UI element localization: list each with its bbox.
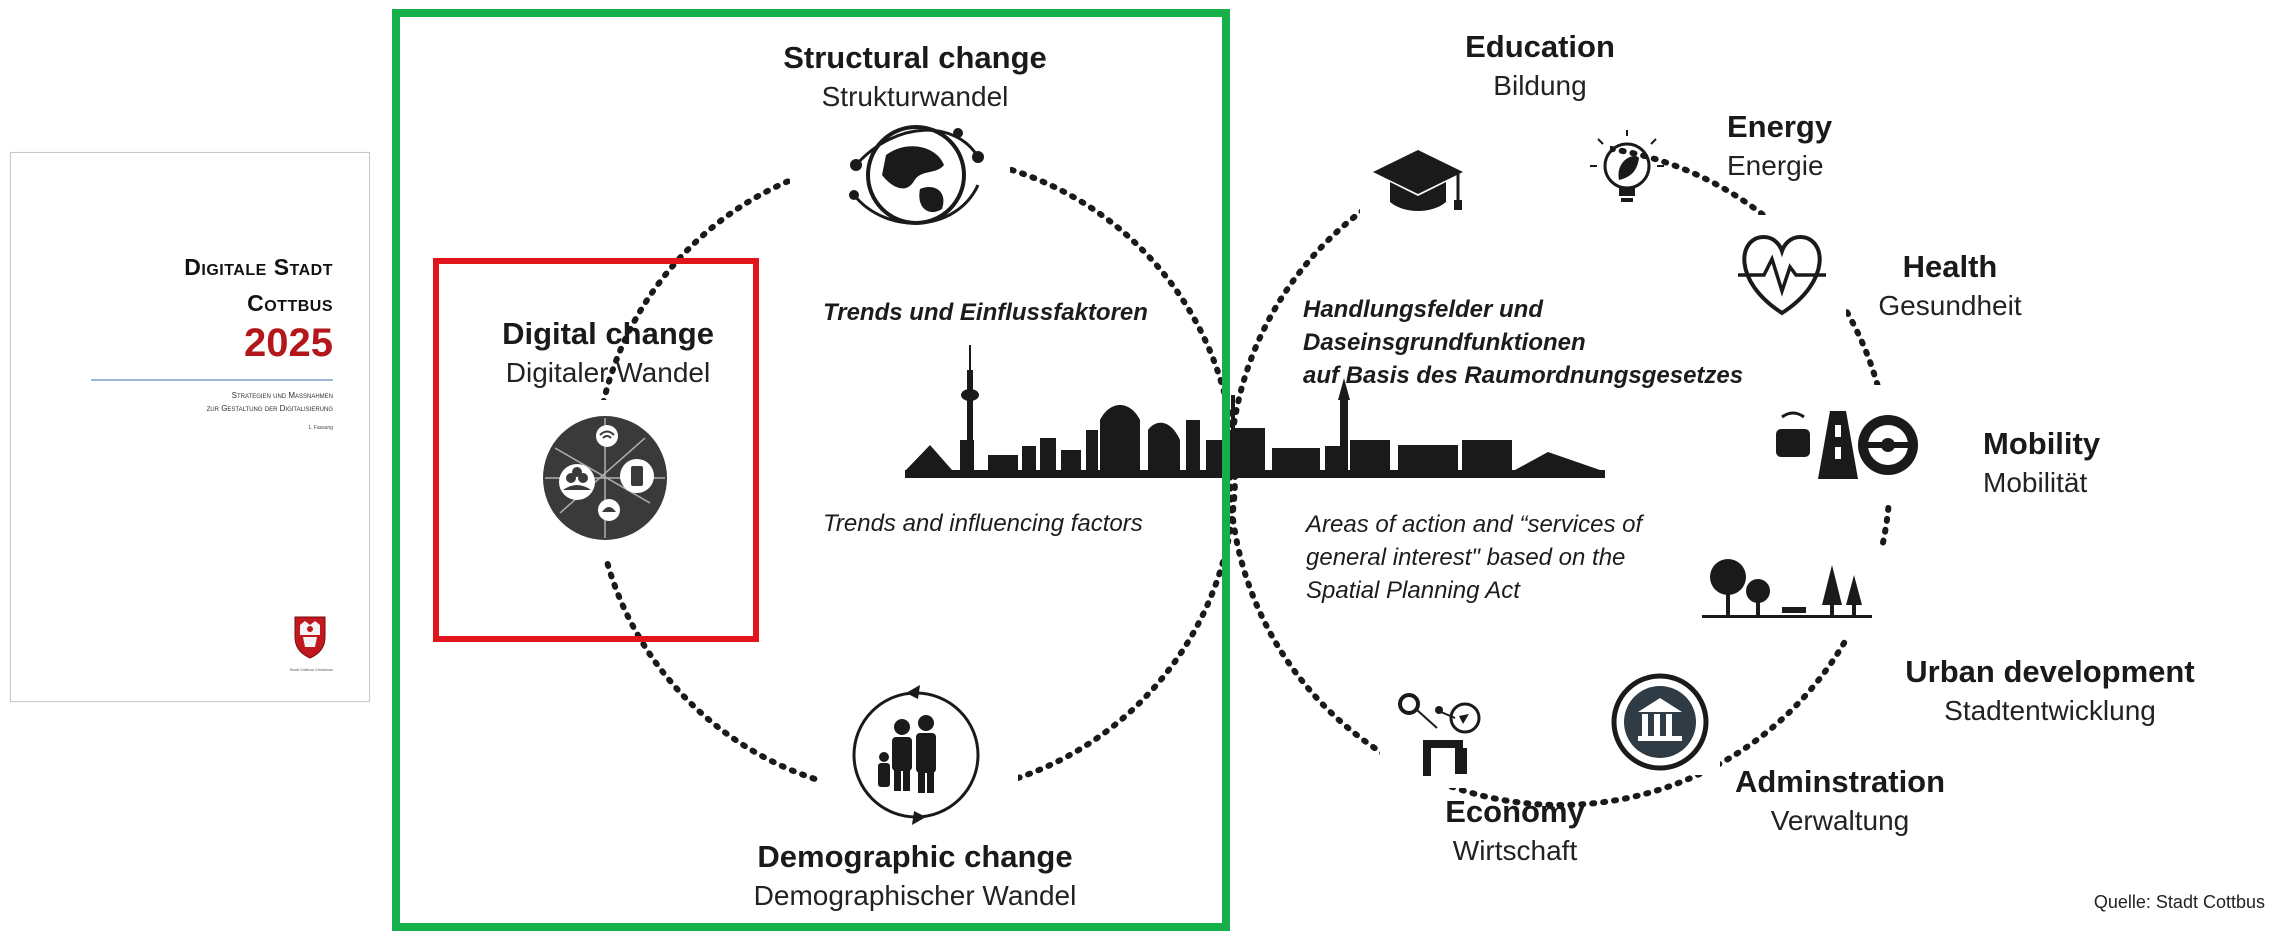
health-de: Gesundheit	[1878, 290, 2022, 321]
industry-robot-icon	[1398, 693, 1481, 776]
park-trees-icon	[1702, 559, 1872, 618]
actions-heading-en: Areas of action and “services of general…	[1306, 508, 1642, 607]
heart-pulse-icon	[1738, 234, 1826, 316]
structural-change-label: Structural change Strukturwandel	[760, 38, 1070, 116]
cover-divider	[91, 379, 333, 381]
crest-label: Stadt Cottbus Chóśebuz	[289, 667, 333, 672]
energy-de: Energie	[1727, 150, 1824, 181]
actions-heading-de-line3: auf Basis des Raumordnungsgesetzes	[1303, 362, 1744, 389]
graduation-cap-icon	[1373, 150, 1463, 211]
education-en: Education	[1465, 29, 1615, 64]
mobility-en: Mobility	[1983, 426, 2101, 461]
trends-heading-en: Trends and influencing factors	[823, 510, 1143, 537]
structural-change-en: Structural change	[783, 40, 1047, 75]
energy-label: Energy Energie	[1727, 107, 1832, 185]
urban-development-label: Urban development Stadtentwicklung	[1835, 652, 2265, 730]
demographic-change-label: Demographic change Demographischer Wande…	[730, 837, 1100, 915]
family-cycle-icon	[852, 685, 980, 825]
cover-title-line2: Cottbus	[247, 290, 333, 316]
actions-heading-en-line3: Spatial Planning Act	[1306, 577, 1520, 604]
trends-highlight-frame	[392, 9, 1230, 931]
actions-heading-de-line2: Daseinsgrundfunktionen	[1303, 329, 1586, 356]
report-cover: Digitale Stadt Cottbus 2025 Strategien u…	[10, 152, 370, 702]
actions-heading-en-line1: Areas of action and “services of	[1306, 511, 1643, 538]
digital-change-de: Digitaler Wandel	[505, 357, 711, 388]
economy-de: Wirtschaft	[1452, 835, 1578, 866]
education-label: Education Bildung	[1400, 27, 1680, 105]
actions-heading-de-line1: Handlungsfelder und	[1303, 296, 1543, 323]
city-skyline-icon	[905, 345, 1605, 478]
actions-heading-en-line2: general interest" based on the	[1306, 544, 1626, 571]
economy-label: Economy Wirtschaft	[1390, 792, 1640, 870]
structural-change-de: Strukturwandel	[821, 81, 1009, 112]
digital-change-highlight-frame	[433, 258, 759, 642]
cover-subtitle: Strategien und Maßnahmen zur Gestaltung …	[207, 389, 333, 415]
demographic-change-en: Demographic change	[757, 839, 1073, 874]
trends-heading-de: Trends und Einflussfaktoren	[823, 299, 1148, 326]
cover-subtitle-line2: zur Gestaltung der Digitalisierung	[206, 404, 333, 413]
government-building-icon	[1611, 673, 1709, 771]
demographic-change-de: Demographischer Wandel	[753, 880, 1077, 911]
administration-label: Adminstration Verwaltung	[1700, 762, 1980, 840]
health-en: Health	[1902, 249, 1998, 284]
car-road-steering-icon	[1776, 411, 1918, 479]
economy-en: Economy	[1445, 794, 1585, 829]
education-de: Bildung	[1493, 70, 1587, 101]
globe-network-icon	[849, 125, 984, 225]
urban-development-de: Stadtentwicklung	[1944, 695, 2156, 726]
cover-subtitle-line1: Strategien und Maßnahmen	[231, 391, 333, 400]
digital-change-label: Digital change Digitaler Wandel	[448, 314, 768, 392]
coat-of-arms-icon	[294, 616, 326, 659]
light-bulb-leaf-icon	[1590, 130, 1664, 202]
cover-title: Digitale Stadt Cottbus	[184, 249, 333, 321]
cover-year: 2025	[244, 321, 333, 365]
digital-change-en: Digital change	[502, 316, 714, 351]
energy-en: Energy	[1727, 109, 1833, 144]
cover-edition: 1. Fassung	[308, 425, 333, 431]
health-label: Health Gesundheit	[1830, 247, 2070, 325]
mobility-de: Mobilität	[1983, 467, 2088, 498]
cover-title-line1: Digitale Stadt	[184, 254, 333, 280]
actions-heading-de: Handlungsfelder und Daseinsgrundfunktion…	[1303, 293, 1743, 392]
source-caption: Quelle: Stadt Cottbus	[2093, 892, 2265, 912]
digital-network-icon	[543, 416, 667, 540]
mobility-label: Mobility Mobilität	[1983, 424, 2100, 502]
urban-development-en: Urban development	[1905, 654, 2195, 689]
administration-en: Adminstration	[1734, 764, 1946, 799]
administration-de: Verwaltung	[1770, 805, 1910, 836]
